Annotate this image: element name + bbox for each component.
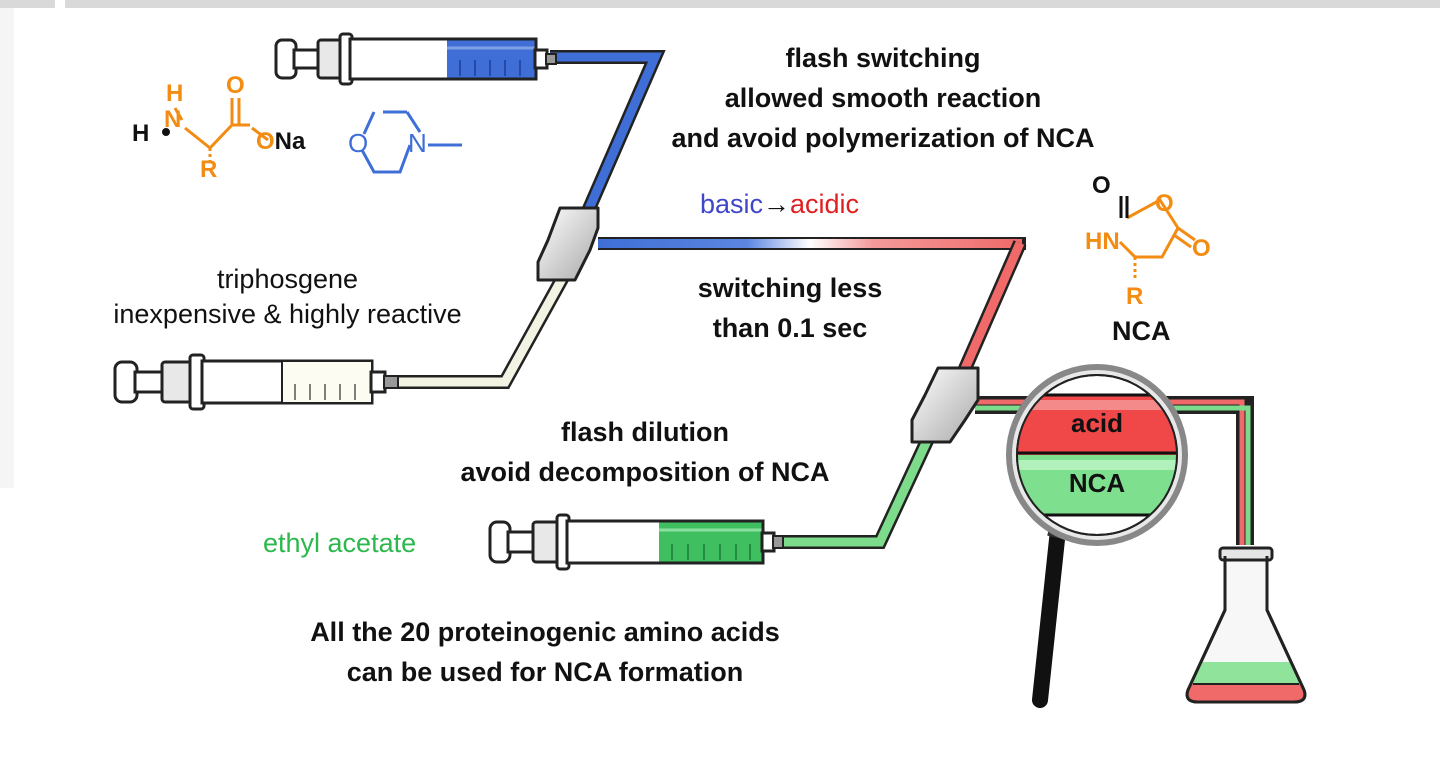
syringe-ethyl-acetate bbox=[488, 513, 784, 571]
left-edge bbox=[0, 8, 14, 488]
acidic-text: acidic bbox=[790, 189, 860, 219]
nca-r-label: R bbox=[1126, 283, 1144, 310]
erlenmeyer-flask bbox=[1185, 546, 1307, 704]
triphosgene-line1: triphosgene bbox=[216, 264, 359, 294]
basic-acidic-label: basic→acidic bbox=[700, 186, 859, 222]
magnifier bbox=[1006, 364, 1188, 708]
switching-time-line2: than 0.1 sec bbox=[712, 313, 868, 343]
amino-acid-salt-bonds bbox=[162, 98, 269, 166]
flash-switching-line3: and avoid polymerization of NCA bbox=[671, 123, 1095, 153]
conclusion-line2: can be used for NCA formation bbox=[346, 657, 744, 687]
amine-n-label: N bbox=[164, 106, 182, 133]
switching-time-line1: switching less bbox=[697, 273, 883, 303]
nca-band-label: NCA bbox=[1068, 468, 1126, 498]
nca-ring-o-label: O bbox=[1155, 190, 1174, 217]
sodium-label: Na bbox=[274, 128, 306, 155]
first-mixer bbox=[536, 206, 600, 282]
carboxylate-o: O bbox=[256, 128, 275, 155]
side-chain-r-label: R bbox=[200, 156, 218, 183]
nca-name-label: NCA bbox=[1112, 316, 1171, 346]
flash-switching-note: flash switching allowed smooth reaction … bbox=[648, 38, 1118, 158]
triphosgene-line2: inexpensive & highly reactive bbox=[113, 299, 462, 329]
amine-h-label: H bbox=[166, 80, 184, 107]
blue-tube bbox=[550, 50, 666, 221]
nca-structure-bonds bbox=[1118, 196, 1196, 280]
flash-dilution-line1: flash dilution bbox=[561, 417, 729, 447]
flash-switching-line1: flash switching bbox=[785, 43, 981, 73]
arrow-icon: → bbox=[763, 189, 791, 219]
ethyl-acetate-label: ethyl acetate bbox=[263, 528, 417, 558]
second-mixer bbox=[910, 366, 980, 444]
carboxylate-label: ONa bbox=[256, 128, 305, 156]
n-methylmorpholine bbox=[360, 110, 462, 174]
basic-text: basic bbox=[700, 189, 764, 219]
syringe-base bbox=[274, 32, 557, 86]
syringe-triphosgene bbox=[113, 353, 399, 411]
nca-top-o-label: O bbox=[1092, 172, 1111, 199]
nca-hn-label: HN bbox=[1085, 228, 1120, 255]
hydrogen-left-label: H bbox=[132, 120, 150, 147]
flash-dilution-line2: avoid decomposition of NCA bbox=[460, 457, 830, 487]
switching-time-note: switching less than 0.1 sec bbox=[660, 268, 920, 348]
acid-band-label: acid bbox=[1070, 408, 1124, 438]
conclusion-note: All the 20 proteinogenic amino acids can… bbox=[280, 612, 810, 692]
top-bar bbox=[0, 0, 1440, 8]
top-bar-gap bbox=[55, 0, 65, 8]
carbonyl-o-label: O bbox=[226, 72, 245, 99]
flash-switching-line2: allowed smooth reaction bbox=[724, 83, 1042, 113]
flash-dilution-note: flash dilution avoid decomposition of NC… bbox=[440, 412, 850, 492]
nca-right-o-label: O bbox=[1192, 235, 1211, 262]
triphosgene-note: triphosgene inexpensive & highly reactiv… bbox=[80, 262, 495, 332]
conclusion-line1: All the 20 proteinogenic amino acids bbox=[310, 617, 780, 647]
nmm-n-label: N bbox=[408, 128, 427, 158]
nmm-o-label: O bbox=[348, 128, 369, 158]
